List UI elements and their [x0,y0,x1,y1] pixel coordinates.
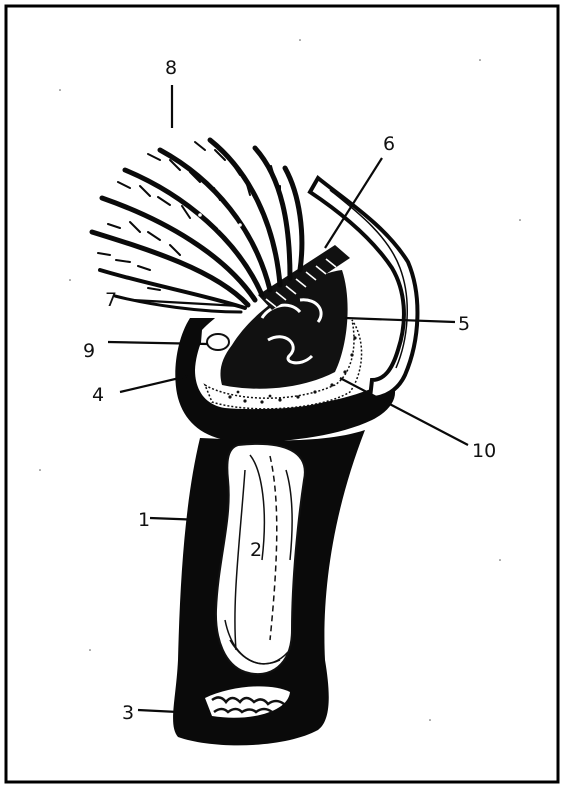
label-5: 5 [458,313,470,335]
label-3: 3 [122,702,134,724]
label-10: 10 [472,440,496,462]
label-8: 8 [165,57,177,79]
label-2: 2 [250,539,262,561]
small-inclusion [207,334,229,350]
label-6: 6 [383,133,395,155]
label-1: 1 [138,509,150,531]
label-7: 7 [105,289,117,311]
label-4: 4 [92,384,104,406]
label-9: 9 [83,340,95,362]
